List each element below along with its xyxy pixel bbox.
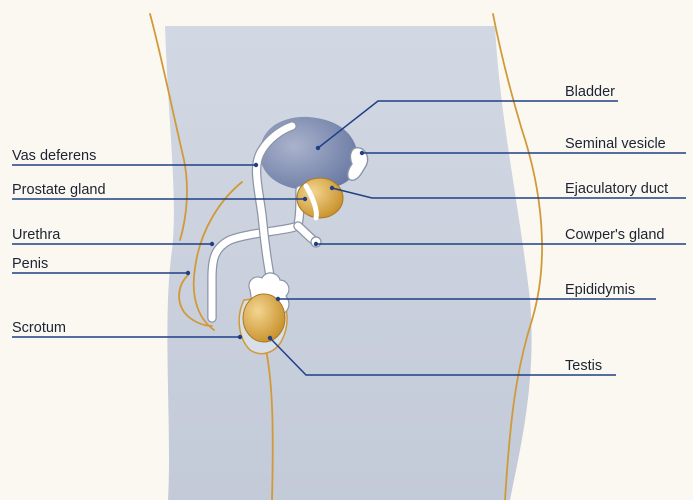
label-bladder: Bladder <box>565 84 615 100</box>
label-scrotum: Scrotum <box>12 320 66 336</box>
label-prostate-gland: Prostate gland <box>12 182 106 198</box>
label-penis: Penis <box>12 256 48 272</box>
label-epididymis: Epididymis <box>565 282 635 298</box>
label-cowpers-gland: Cowper's gland <box>565 227 665 243</box>
label-ejaculatory-duct: Ejaculatory duct <box>565 181 668 197</box>
label-seminal-vesicle: Seminal vesicle <box>565 136 666 152</box>
body-silhouette <box>165 26 532 500</box>
label-testis: Testis <box>565 358 602 374</box>
label-vas-deferens: Vas deferens <box>12 148 96 164</box>
testis-organ <box>243 294 285 342</box>
label-urethra: Urethra <box>12 227 61 243</box>
